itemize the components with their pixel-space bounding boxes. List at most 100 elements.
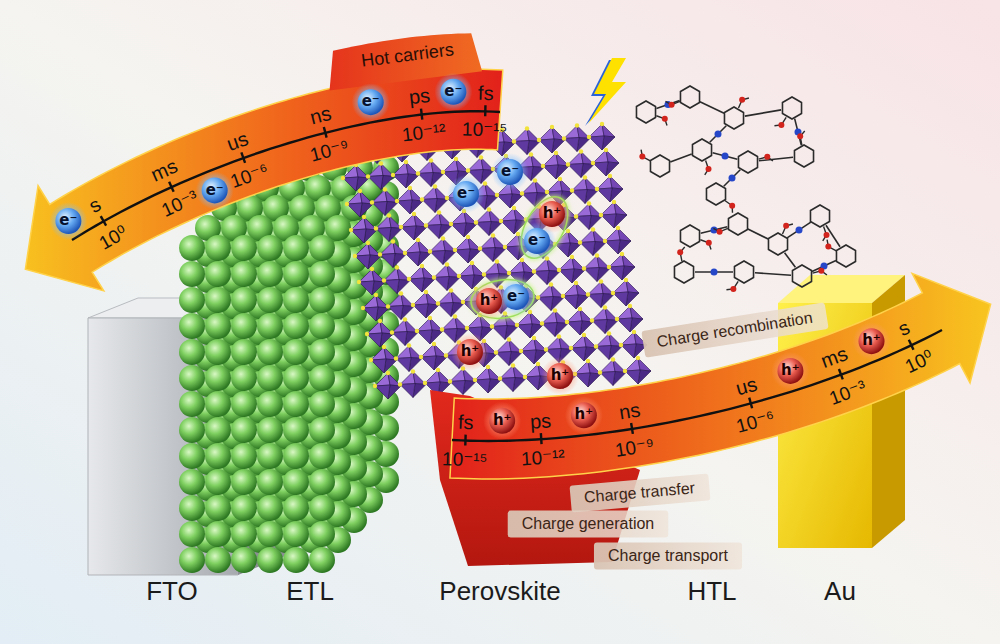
halide-atom: [358, 189, 362, 193]
electron: e⁻: [457, 186, 475, 202]
halide-atom: [441, 170, 445, 174]
halide-atom: [594, 344, 598, 348]
octahedron-facet: [617, 318, 632, 332]
octahedron-facet: [459, 275, 474, 289]
benzene-ring: [782, 97, 801, 119]
halide-atom: [483, 181, 487, 185]
octahedron-facet: [576, 216, 591, 230]
halide-atom: [578, 307, 582, 311]
layer-region: FTO: [140, 298, 204, 606]
etl-sphere: [283, 443, 309, 469]
halide-atom: [616, 226, 620, 230]
halide-atom: [541, 164, 545, 168]
halide-atom: [404, 160, 408, 164]
etl-sphere: [309, 443, 335, 469]
etl-spheres: [179, 155, 399, 573]
halide-atom: [583, 175, 587, 179]
halide-atom: [498, 376, 502, 380]
halide-atom: [395, 199, 399, 203]
etl-sphere: [257, 365, 283, 391]
halide-atom: [341, 176, 345, 180]
etl-sphere: [231, 547, 257, 573]
layer-label: FTO: [146, 578, 198, 605]
molecule-bond: [701, 227, 728, 234]
electron: e⁻: [206, 183, 224, 199]
halide-atom: [379, 161, 383, 165]
halide-atom: [383, 187, 387, 191]
electron-sphere: [358, 89, 384, 115]
halide-atom: [382, 345, 386, 349]
octahedron-facet: [568, 164, 583, 178]
octahedron-facet: [359, 281, 374, 295]
halide-atom: [537, 138, 541, 142]
octahedron-facet: [409, 278, 424, 292]
etl-sphere: [179, 417, 205, 443]
halide-atom: [415, 329, 419, 333]
halide-atom: [615, 317, 619, 321]
octahedron-facet: [368, 176, 383, 190]
time-tick: [241, 152, 245, 162]
hole-time-arrow: [450, 273, 991, 479]
halide-atom: [440, 327, 444, 331]
electron: e⁻: [362, 94, 380, 110]
halide-atom: [532, 336, 536, 340]
halide-atom: [362, 215, 366, 219]
benzene-ring: [738, 151, 757, 173]
halide-atom: [623, 369, 627, 373]
halide-atom: [436, 301, 440, 305]
halide-atom: [357, 280, 361, 284]
molecule-bond: [700, 102, 724, 114]
exciton-ring: [512, 189, 578, 266]
octahedron-facet: [363, 307, 378, 321]
octahedron-facet: [455, 249, 470, 263]
halide-atom: [512, 206, 516, 210]
etl-sphere: [257, 547, 283, 573]
molecule-bond: [713, 153, 738, 159]
halide-atom: [624, 278, 628, 282]
octahedron-facet: [388, 306, 403, 320]
halide-atom: [466, 235, 470, 239]
octahedron-facet: [609, 266, 624, 280]
layer-label: HTL: [687, 578, 736, 605]
halide-atom: [482, 272, 486, 276]
halide-atom: [611, 291, 615, 295]
halide-atom: [636, 356, 640, 360]
etl-sphere: [179, 313, 205, 339]
time-tick: [169, 182, 174, 192]
octahedron-facet: [596, 346, 611, 360]
electron-sphere: [202, 177, 228, 203]
octahedron-facet: [638, 358, 651, 371]
halide-atom: [570, 188, 574, 192]
octahedron-facet: [571, 347, 586, 361]
octahedron-facet: [451, 223, 466, 237]
time-tick: [421, 109, 422, 120]
etl-sphere: [283, 235, 309, 261]
etl-sphere: [205, 391, 231, 417]
etl-sphere: [257, 339, 283, 365]
octahedron-facet: [564, 138, 579, 152]
molecule-bond: [656, 101, 679, 109]
octahedron-facet: [400, 384, 415, 398]
halide-atom: [515, 323, 519, 327]
time-unit: ps: [529, 410, 551, 432]
octahedron-facet: [626, 280, 639, 293]
octahedron-facet: [543, 165, 558, 179]
oxygen-atom: [677, 249, 683, 255]
hole-glow: [483, 402, 521, 440]
time-tick: [464, 435, 467, 446]
octahedron-facet: [426, 225, 441, 239]
octahedron-facet: [476, 222, 491, 236]
oxygen-atom: [729, 203, 735, 209]
etl-sphere: [205, 261, 231, 287]
halide-atom: [382, 278, 386, 282]
etl-sphere: [205, 313, 231, 339]
halide-atom: [345, 202, 349, 206]
hole-glow: [451, 333, 489, 371]
etl-sphere: [283, 495, 309, 521]
halide-atom: [599, 213, 603, 217]
halide-atom: [366, 174, 370, 178]
molecule-bond: [785, 253, 796, 267]
halide-atom: [423, 381, 427, 385]
electron-glow: [434, 73, 472, 111]
